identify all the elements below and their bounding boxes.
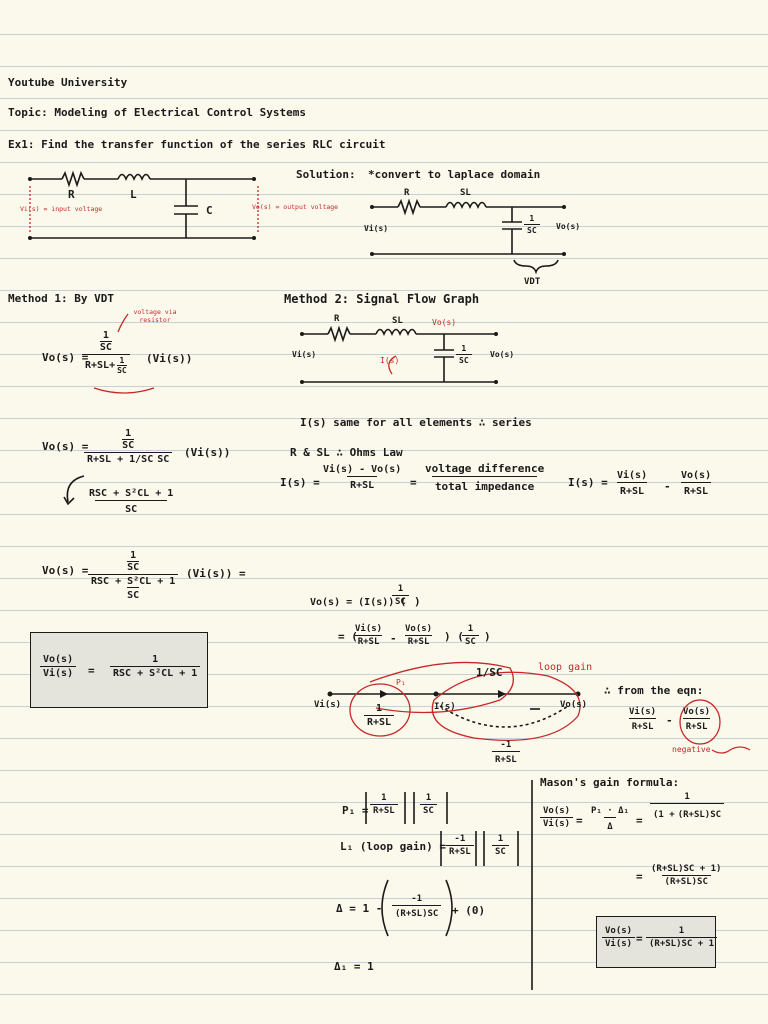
c3-vo: Vo(s) <box>490 350 515 359</box>
mason-eq: = <box>576 814 583 827</box>
m2-is-eq-2: I(s) = <box>568 476 608 489</box>
vo-line-2-eq: = ( <box>338 630 358 643</box>
mc-delta-tail: + (0) <box>452 904 486 917</box>
method1-note: voltage via resistor <box>133 308 177 324</box>
brand-title: Youtube University <box>8 76 128 89</box>
m1-vo-3: Vo(s) = <box>42 564 89 577</box>
sfg-is: I(s) <box>434 702 456 712</box>
m2-is-frac: Vi(s) - Vo(s)R+SL <box>323 464 402 491</box>
solution-step: *convert to laplace domain <box>368 168 541 181</box>
c1-vout: Vo(s) = output voltage <box>252 203 339 211</box>
c1-r: R <box>68 188 75 201</box>
sfg-from-eqn: ∴ from the eqn: <box>604 684 704 697</box>
sfg-p1: P₁ <box>396 678 406 687</box>
c3-vos: Vo(s) <box>432 318 457 327</box>
m2-minus: - <box>664 480 671 493</box>
sfg-vo: Vo(s) <box>560 700 588 710</box>
m2-note-1: I(s) same for all elements ∴ series <box>300 416 532 429</box>
example-title: Ex1: Find the transfer function of the s… <box>8 138 386 151</box>
c1-l: L <box>130 188 137 201</box>
vo-line-1-close: ) <box>414 595 421 608</box>
c1-c: C <box>206 204 213 217</box>
m2-term-2: Vo(s)R+SL <box>681 470 712 497</box>
vo-line-2-a: Vi(s)R+SL <box>354 624 383 647</box>
c3-sl: SL <box>392 316 403 326</box>
mc-delta-frac: -1(R+SL)SC <box>392 894 442 919</box>
vo-line-2-b: Vo(s)R+SL <box>404 624 433 647</box>
sfg-fe-a: Vi(s)R+SL <box>628 707 657 732</box>
solution-label: Solution: <box>296 168 356 181</box>
vo-line-2-minus: - <box>390 632 397 645</box>
m1-vi-2: (Vi(s)) <box>184 446 231 459</box>
m2-term-1: Vi(s)R+SL <box>617 470 648 497</box>
c3-is: I(s) <box>380 356 400 365</box>
method2-title: Method 2: Signal Flow Graph <box>284 292 480 306</box>
mason-result-box <box>596 916 716 968</box>
m1-vo-1: Vo(s) = <box>42 351 89 364</box>
sfg-vi: Vi(s) <box>314 700 342 710</box>
mason-result-rhs: 1(R+SL)SC + 1 <box>646 926 718 949</box>
c3-r: R <box>334 314 340 324</box>
m2-note-2: R & SL ∴ Ohms Law <box>290 446 403 459</box>
mason-lhs: Vo(s)Vi(s) <box>540 806 574 829</box>
sfg-loop-label: loop gain <box>538 662 593 673</box>
mc-l1: L₁ (loop gain) = <box>340 840 446 853</box>
m1-result-lhs: Vo(s)Vi(s) <box>40 654 77 679</box>
m1-vi-1: (Vi(s)) <box>146 352 193 365</box>
mc-delta1: Δ₁ = 1 <box>334 960 374 973</box>
vo-line-1: Vo(s) = (I(s)) ( <box>310 597 407 608</box>
mason-title: Mason's gain formula: <box>540 776 680 789</box>
m1-eq-3: (Vi(s)) = <box>186 567 246 580</box>
mason-result-lhs: Vo(s)Vi(s) <box>602 926 636 949</box>
c2-r: R <box>404 188 410 198</box>
sfg-negative: negative <box>672 745 711 754</box>
m1-vo-2: Vo(s) = <box>42 440 89 453</box>
mason-eq-3: = <box>636 870 643 883</box>
topic-title: Topic: Modeling of Electrical Control Sy… <box>8 106 307 119</box>
m2-eq: = <box>410 476 417 489</box>
c2-vo: Vo(s) <box>556 222 581 231</box>
vo-line-2-close: ) <box>484 630 491 643</box>
sfg-gain-top: 1/SC <box>476 666 503 679</box>
sfg-fe-minus: - <box>666 714 673 727</box>
vo-line-2-mid: ) ( <box>444 630 464 643</box>
mason-s-frac: (R+SL)SC + 1)(R+SL)SC <box>651 864 722 887</box>
mason-r-frac: 1 (1 +(R+SL)SC <box>650 792 725 820</box>
mc-delta: Δ = 1 - <box>336 902 383 915</box>
mason-result-eq: = <box>636 932 643 945</box>
method1-title: Method 1: By VDT <box>8 292 114 305</box>
c2-vi: Vi(s) <box>364 224 389 233</box>
mc-p1: P₁ = <box>342 804 369 817</box>
c3-vi: Vi(s) <box>292 350 317 359</box>
mason-eq-2: = <box>636 814 643 827</box>
c1-vin: Vi(s) = input voltage <box>20 205 103 213</box>
sfg-fe-b: Vo(s)R+SL <box>682 707 711 732</box>
m2-is-eq: I(s) = <box>280 476 320 489</box>
c2-sl: SL <box>460 188 471 198</box>
m1-result-eq: = <box>88 664 95 677</box>
m1-result-box <box>30 632 208 708</box>
c2-vdt: VDT <box>524 277 541 287</box>
